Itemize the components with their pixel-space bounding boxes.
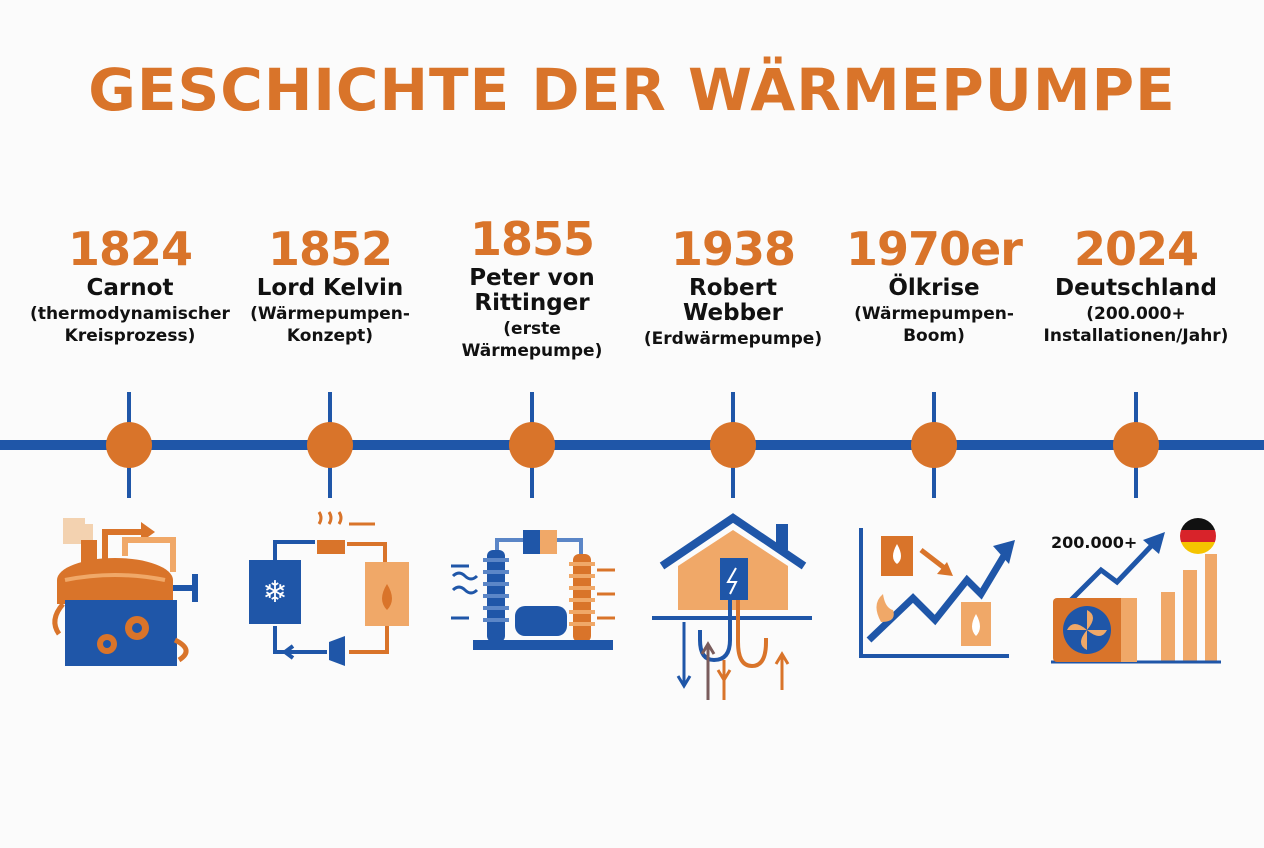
timeline-marker bbox=[509, 422, 555, 468]
heat-pump-machine-icon bbox=[447, 510, 617, 720]
page-title: GESCHICHTE DER WÄRMEPUMPE bbox=[88, 56, 1176, 124]
timeline-marker bbox=[106, 422, 152, 468]
event-description: (erste Wärmepumpe) bbox=[461, 319, 603, 361]
event-2024: 2024 Deutschland (200.000+ Installatione… bbox=[1031, 222, 1241, 347]
event-description: (thermodynamischer Kreisprozess) bbox=[30, 304, 230, 346]
svg-text:❄: ❄ bbox=[262, 575, 287, 610]
event-description: (200.000+ Installationen/Jahr) bbox=[1043, 304, 1229, 346]
steam-engine-icon bbox=[45, 510, 215, 720]
event-name: Carnot bbox=[86, 275, 174, 301]
event-1970er: 1970er Ölkrise (Wärmepumpen- Boom) bbox=[829, 222, 1039, 347]
timeline-marker bbox=[911, 422, 957, 468]
event-description: (Erdwärmepumpe) bbox=[643, 329, 823, 349]
event-year: 1938 bbox=[670, 222, 796, 276]
oil-crisis-chart-icon bbox=[849, 510, 1019, 720]
geothermal-house-icon bbox=[648, 510, 818, 720]
event-name: Robert Webber bbox=[682, 275, 784, 326]
timeline-line bbox=[0, 440, 1264, 450]
event-year: 1855 bbox=[469, 212, 595, 266]
event-name: Lord Kelvin bbox=[256, 275, 404, 301]
event-description: (Wärmepumpen- Boom) bbox=[854, 304, 1014, 346]
event-1852: 1852 Lord Kelvin (Wärmepumpen- Konzept) bbox=[225, 222, 435, 347]
event-description: (Wärmepumpen- Konzept) bbox=[250, 304, 410, 346]
event-year: 1824 bbox=[67, 222, 193, 276]
growth-chart-label: 200.000+ bbox=[1051, 533, 1137, 552]
event-name: Ölkrise bbox=[888, 275, 980, 301]
event-name: Peter von Rittinger bbox=[469, 265, 595, 316]
timeline-marker bbox=[307, 422, 353, 468]
event-year: 1852 bbox=[267, 222, 393, 276]
event-name: Deutschland bbox=[1055, 275, 1217, 301]
event-1938: 1938 Robert Webber (Erdwärmepumpe) bbox=[628, 222, 838, 350]
germany-flag-icon bbox=[1180, 518, 1216, 554]
event-year: 1970er bbox=[846, 222, 1023, 276]
heat-cycle-icon: ❄ bbox=[245, 510, 415, 720]
timeline-marker bbox=[1113, 422, 1159, 468]
timeline-marker bbox=[710, 422, 756, 468]
event-1855: 1855 Peter von Rittinger (erste Wärmepum… bbox=[427, 212, 637, 362]
event-year: 2024 bbox=[1073, 222, 1199, 276]
growth-chart-icon: 200.000+ bbox=[1051, 510, 1221, 720]
event-1824: 1824 Carnot (thermodynamischer Kreisproz… bbox=[25, 222, 235, 347]
